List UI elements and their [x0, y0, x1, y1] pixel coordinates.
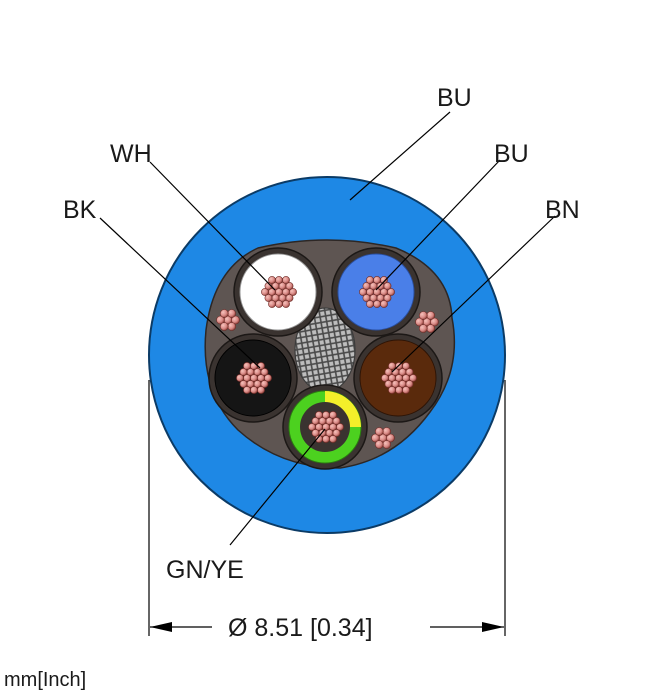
leader-bu-core — [375, 159, 501, 291]
label-bk: BK — [63, 196, 97, 224]
leader-wh — [149, 161, 276, 291]
leader-bn — [391, 215, 556, 373]
leader-bu-outer — [349, 111, 451, 201]
dimension-arrow-left — [150, 622, 172, 632]
units-label: mm[Inch] — [4, 669, 86, 691]
label-bu-outer: BU — [437, 84, 472, 112]
dimension-label: Ø 8.51 [0.34] — [228, 614, 373, 642]
leader-bk — [99, 217, 261, 369]
leader-gnye — [229, 428, 326, 546]
label-bn: BN — [545, 196, 580, 224]
dimension-arrow-right — [482, 622, 504, 632]
label-wh: WH — [110, 140, 152, 168]
label-bu-core: BU — [494, 140, 529, 168]
label-gnye: GN/YE — [166, 556, 244, 584]
